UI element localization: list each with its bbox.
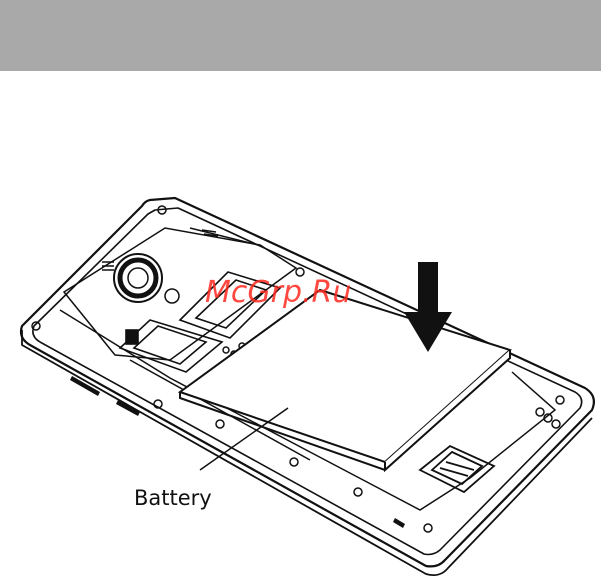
battery-label: Battery	[134, 486, 212, 510]
camera-icon	[114, 254, 179, 303]
battery-connector	[420, 446, 494, 492]
watermark: McGrp.Ru	[205, 275, 351, 310]
